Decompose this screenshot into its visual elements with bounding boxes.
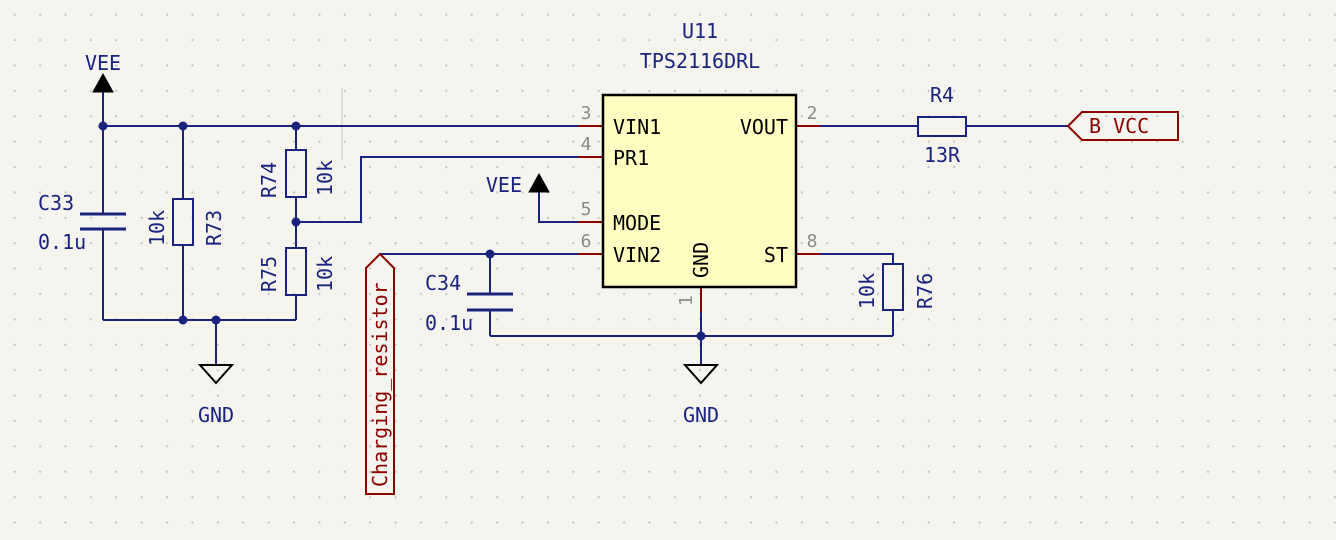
ic-pin-number: 6 <box>581 231 592 252</box>
wire-pr1[interactable] <box>296 156 578 223</box>
resistor-r4[interactable]: R4 13R <box>917 83 967 167</box>
ic-pin-number: 2 <box>807 103 818 124</box>
capacitor-c33[interactable]: C33 0.1u <box>38 191 126 254</box>
r73-ref: R73 <box>202 210 226 246</box>
gnd-center-symbol[interactable]: GND <box>682 364 720 427</box>
vee-arrow-icon <box>528 172 550 193</box>
charging-resistor-label: Charging_resistor <box>368 282 392 487</box>
vee-left-label: VEE <box>85 51 121 75</box>
ic-u11[interactable]: U11 TPS2116DRL VIN1 PR1 MODE VIN2 VOUT S… <box>578 19 820 312</box>
vee-mode-symbol[interactable]: VEE <box>486 172 550 197</box>
vee-arrow-icon <box>92 72 114 93</box>
junction-dot <box>178 315 188 325</box>
junction-dot <box>696 331 706 341</box>
ic-pin-name: VIN1 <box>613 115 661 139</box>
c34-value: 0.1u <box>425 311 473 335</box>
ic-reference: U11 <box>682 19 718 43</box>
gnd-left-label: GND <box>198 403 234 427</box>
junction-dot <box>211 315 221 325</box>
r4-value: 13R <box>924 143 961 167</box>
vee-left-symbol[interactable]: VEE <box>85 51 121 93</box>
gnd-center-label: GND <box>683 403 719 427</box>
junctions <box>98 121 706 341</box>
resistor-body <box>917 116 967 137</box>
resistor-r75[interactable]: R75 10k <box>257 247 337 296</box>
resistor-body <box>882 263 904 311</box>
ic-value: TPS2116DRL <box>640 49 760 73</box>
ic-pin-name: VOUT <box>740 115 788 139</box>
resistor-r74[interactable]: R74 10k <box>257 149 337 198</box>
global-label-charging-resistor[interactable]: Charging_resistor <box>365 252 395 495</box>
capacitor-c34[interactable]: C34 0.1u <box>425 271 513 335</box>
r76-value: 10k <box>855 273 879 309</box>
ic-pin-number: 4 <box>581 134 592 155</box>
r74-ref: R74 <box>257 162 281 198</box>
resistor-r76[interactable]: 10k R76 <box>855 263 937 311</box>
ic-pin-name: PR1 <box>613 146 649 170</box>
resistor-r73[interactable]: 10k R73 <box>145 198 226 246</box>
ic-pin-number: 3 <box>581 103 592 124</box>
ic-pin-number: 5 <box>581 199 592 220</box>
junction-dot <box>178 121 188 131</box>
ic-pin-name: GND <box>689 242 713 278</box>
ic-pin-name: MODE <box>613 211 661 235</box>
wire-st[interactable] <box>820 253 894 264</box>
ic-body[interactable] <box>601 93 798 289</box>
ground-icon <box>682 364 720 385</box>
r74-value: 10k <box>313 160 337 196</box>
global-label-b-vcc[interactable]: B VCC <box>1066 111 1179 141</box>
junction-dot <box>291 217 301 227</box>
b-vcc-label: B VCC <box>1089 114 1149 138</box>
resistor-body <box>172 198 194 246</box>
c34-ref: C34 <box>425 271 461 295</box>
r4-ref: R4 <box>930 83 954 107</box>
gnd-left-symbol[interactable]: GND <box>197 364 235 427</box>
r75-ref: R75 <box>257 256 281 292</box>
global-label-frame <box>365 252 395 495</box>
junction-dot <box>98 121 108 131</box>
r73-value: 10k <box>145 210 169 246</box>
r76-ref: R76 <box>913 273 937 309</box>
c33-ref: C33 <box>38 191 74 215</box>
resistor-body <box>285 149 307 198</box>
wires <box>102 92 1068 365</box>
junction-dot <box>485 249 495 259</box>
wire-mode[interactable] <box>538 192 578 223</box>
ic-pin-name: VIN2 <box>613 243 661 267</box>
ic-pin-number: 1 <box>676 295 697 306</box>
r75-value: 10k <box>313 256 337 292</box>
vee-mode-label: VEE <box>486 173 522 197</box>
resistor-body <box>285 247 307 296</box>
ground-icon <box>197 364 235 385</box>
ic-pin-number: 8 <box>807 231 818 252</box>
junction-dot <box>291 121 301 131</box>
c33-value: 0.1u <box>38 230 86 254</box>
ic-pin-name: ST <box>764 243 788 267</box>
global-label-frame <box>1066 111 1179 141</box>
